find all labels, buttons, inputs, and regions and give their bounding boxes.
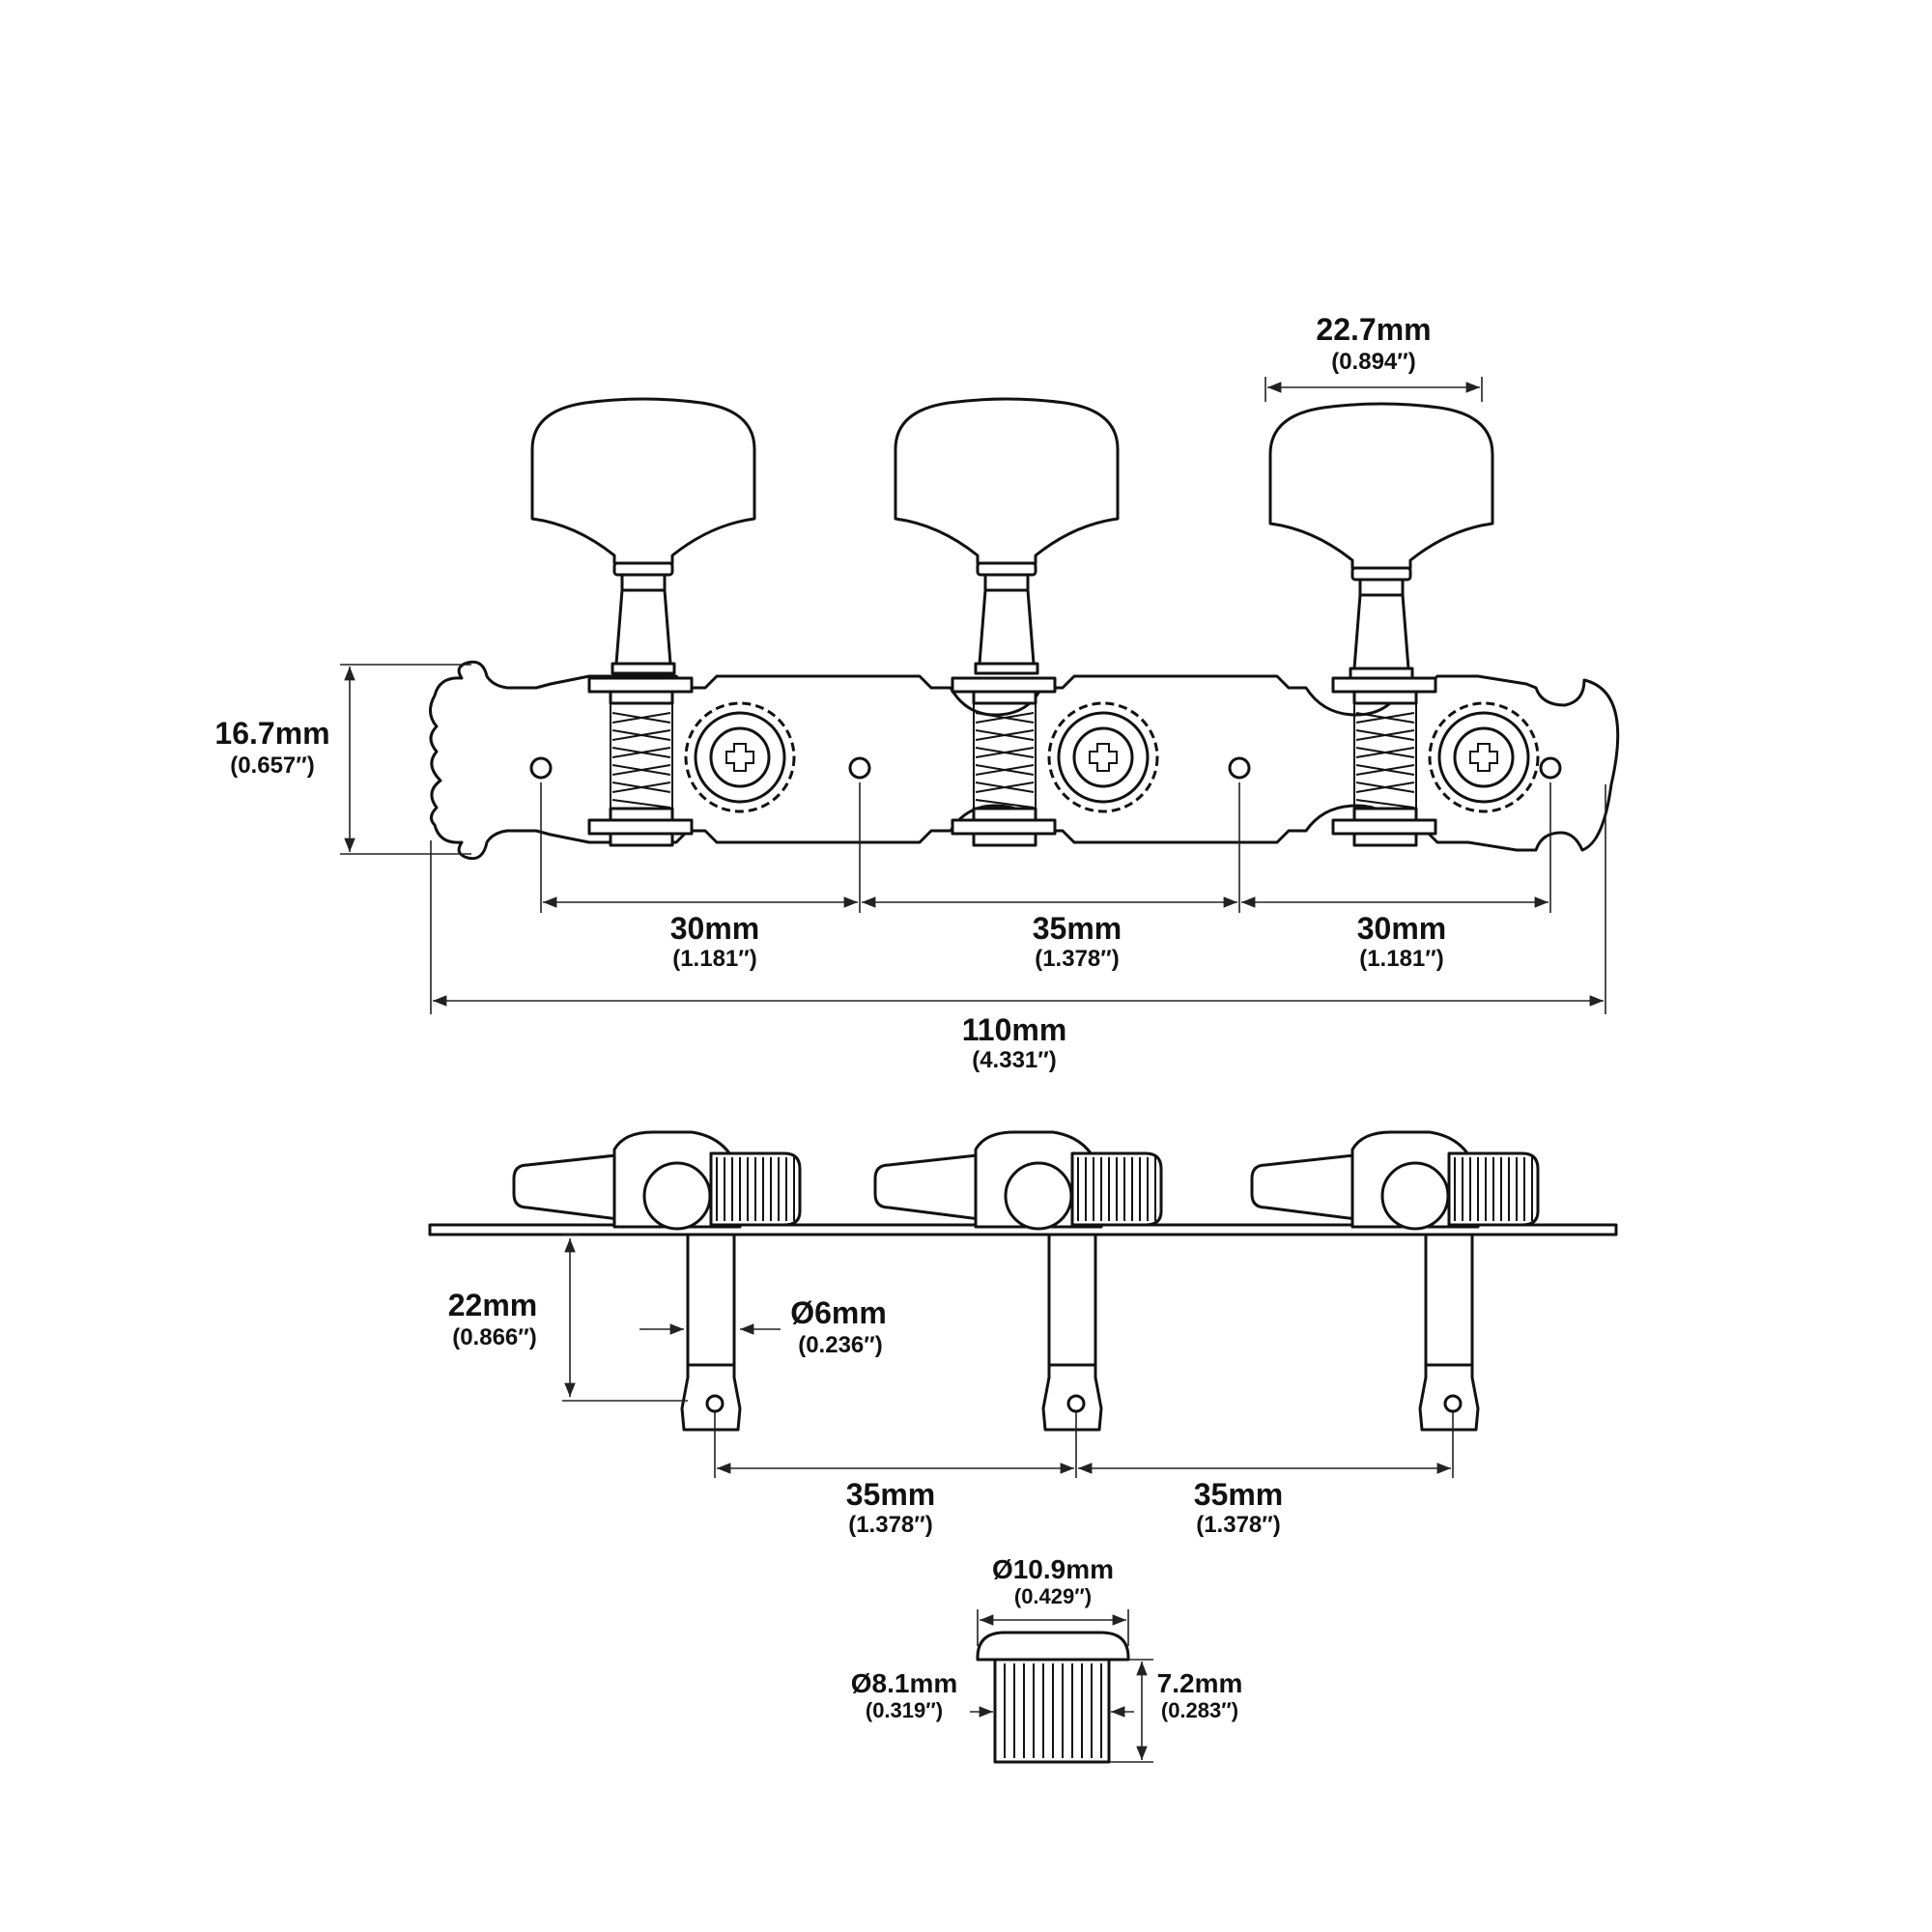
- button-width-mm: 22.7mm: [1316, 312, 1431, 347]
- post-spacing-2-mm: 35mm: [1194, 1477, 1284, 1512]
- tuner-button: [530, 397, 756, 675]
- post-diameter-inch: (0.236″): [798, 1332, 883, 1358]
- body-diameter-inch: (0.319″): [866, 1698, 943, 1722]
- spacing-2-inch: (1.378″): [1035, 946, 1120, 972]
- side-tuner: [1250, 1130, 1540, 1432]
- roller-height-inch: (0.283″): [1161, 1698, 1238, 1722]
- mounting-hole: [1539, 756, 1562, 780]
- roller-height-mm: 7.2mm: [1157, 1668, 1243, 1698]
- spacing-2-mm: 35mm: [1033, 911, 1122, 946]
- mounting-hole: [848, 756, 871, 780]
- top-view: 22.7mm (0.894″) 16.7mm (0.657″) 30mm (1.…: [214, 312, 1620, 1073]
- cap-diameter-mm: Ø10.9mm: [992, 1554, 1114, 1584]
- body-diameter-mm: Ø8.1mm: [851, 1668, 958, 1698]
- spacing-1-inch: (1.181″): [672, 946, 757, 972]
- roller-cap: [976, 1631, 1130, 1662]
- tuner-button: [894, 397, 1120, 675]
- button-width-inch: (0.894″): [1331, 349, 1416, 375]
- cap-diameter-inch: (0.429″): [1014, 1584, 1092, 1608]
- post-length-mm: 22mm: [448, 1288, 538, 1322]
- plate-height-mm: 16.7mm: [214, 716, 329, 751]
- roller-view: Ø10.9mm (0.429″) Ø8.1mm (0.319″) 7.2mm (…: [851, 1554, 1243, 1764]
- overall-length-inch: (4.331″): [972, 1047, 1057, 1073]
- side-tuner: [873, 1130, 1163, 1432]
- post-spacing-1-mm: 35mm: [846, 1477, 936, 1512]
- post-diameter-mm: Ø6mm: [790, 1295, 887, 1330]
- overall-length-mm: 110mm: [962, 1012, 1067, 1047]
- spacing-1-mm: 30mm: [670, 911, 760, 946]
- post-length-inch: (0.866″): [452, 1324, 537, 1350]
- mounting-hole: [1228, 756, 1251, 780]
- tuner-button: [1268, 402, 1494, 680]
- mounting-hole: [529, 756, 553, 780]
- side-tuner: [512, 1130, 802, 1432]
- post-spacing-2-inch: (1.378″): [1196, 1512, 1281, 1538]
- side-view: 22mm (0.866″) Ø6mm (0.236″) 35mm (1.378″…: [428, 1130, 1618, 1538]
- spacing-3-mm: 30mm: [1357, 911, 1447, 946]
- post-spacing-1-inch: (1.378″): [848, 1512, 933, 1538]
- spacing-3-inch: (1.181″): [1359, 946, 1444, 972]
- plate-height-inch: (0.657″): [230, 753, 315, 779]
